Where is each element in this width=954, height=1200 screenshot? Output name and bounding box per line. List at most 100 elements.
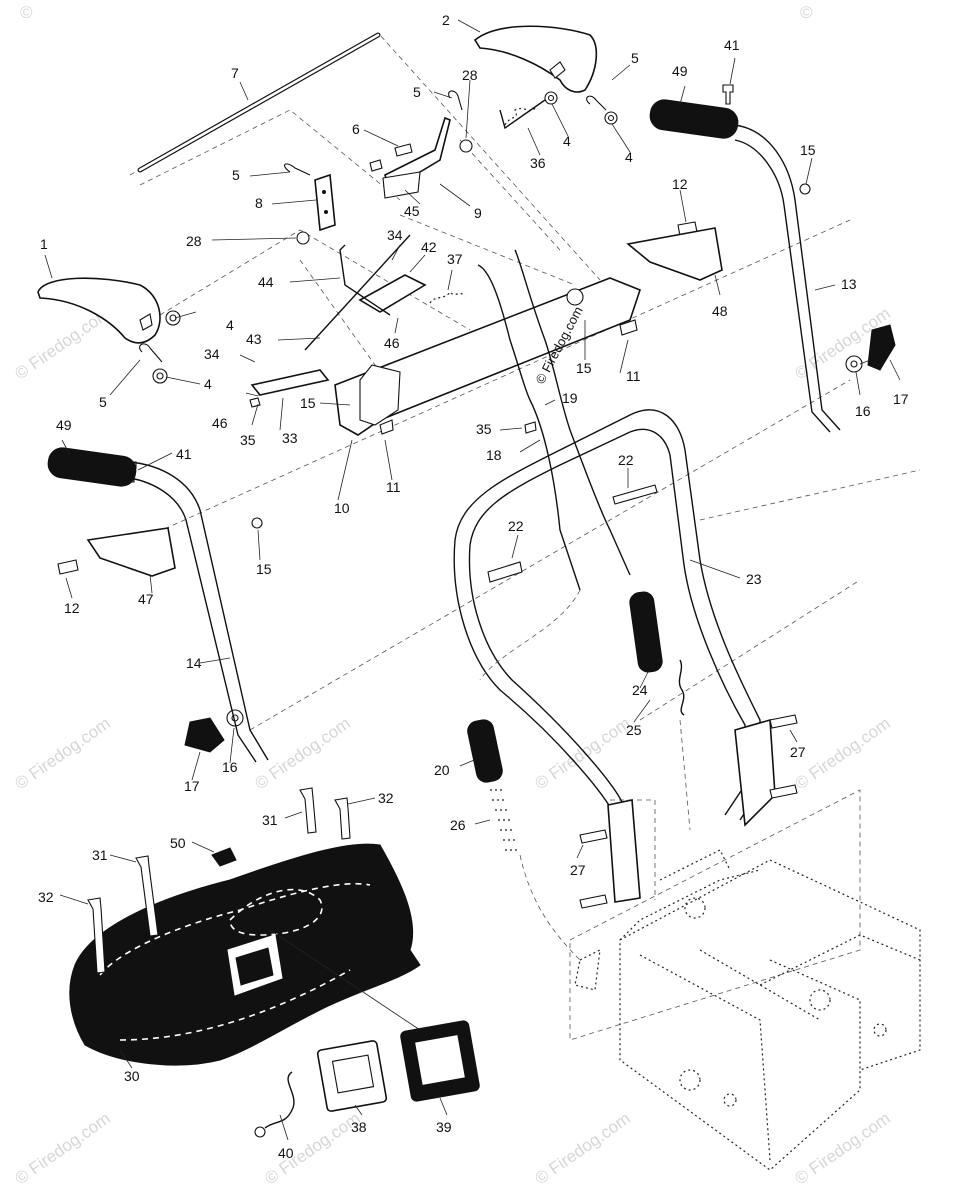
leader-lines	[44, 19, 901, 1141]
watermark: © Firedog.com	[531, 714, 633, 794]
guide-lines	[129, 34, 921, 1041]
callout-18: 18	[486, 447, 502, 463]
callout-19: 19	[562, 390, 578, 406]
handle-14	[129, 461, 269, 763]
watermark: © Firedog.com	[791, 1109, 893, 1189]
callout-7: 7	[231, 65, 239, 81]
callout-39: 39	[436, 1119, 452, 1135]
callout-37: 37	[447, 251, 463, 267]
callout-42: 42	[421, 239, 437, 255]
handle-13	[734, 124, 841, 433]
bracket-47	[86, 527, 176, 577]
callout-27: 27	[570, 862, 586, 878]
light-39	[400, 1020, 480, 1102]
callout-30: 30	[124, 1068, 140, 1084]
cover-2	[473, 25, 598, 93]
callout-12: 12	[672, 176, 688, 192]
callout-22: 22	[508, 518, 524, 534]
callout-43: 43	[246, 331, 262, 347]
callout-22: 22	[618, 452, 634, 468]
sleeve-20	[467, 719, 503, 783]
watermark: © Firedog.com	[251, 714, 353, 794]
callout-9: 9	[474, 205, 482, 221]
sleeve-24	[629, 591, 663, 673]
wire-40	[264, 1071, 295, 1129]
callout-49: 49	[56, 417, 72, 433]
cover-1	[37, 277, 161, 344]
light-38	[316, 1040, 388, 1112]
callout-38: 38	[351, 1119, 367, 1135]
callout-16: 16	[222, 759, 238, 775]
callout-17: 17	[893, 391, 909, 407]
callout-2: 2	[442, 12, 450, 28]
callouts: 1 2 4 4 4 4 5 5 5 5 6 7 8 9 10 11 11 12 …	[38, 12, 909, 1161]
callout-35: 35	[476, 421, 492, 437]
callout-50: 50	[170, 835, 186, 851]
callout-46: 46	[212, 415, 228, 431]
callout-15: 15	[576, 360, 592, 376]
callout-28: 28	[462, 67, 478, 83]
callout-36: 36	[530, 155, 546, 171]
bracket-9	[382, 116, 451, 199]
grip-49-left	[47, 447, 137, 487]
grip-49-right	[649, 99, 739, 139]
spring-26	[490, 789, 520, 851]
cover-30	[69, 843, 421, 1066]
frame	[574, 849, 921, 1171]
callout-49: 49	[672, 63, 688, 79]
callout-4: 4	[563, 133, 571, 149]
bracket-8	[314, 173, 336, 232]
callout-32: 32	[38, 889, 54, 905]
callout-4: 4	[204, 376, 212, 392]
callout-47: 47	[138, 591, 154, 607]
callout-40: 40	[278, 1145, 294, 1161]
callout-41: 41	[724, 37, 740, 53]
bolts	[487, 484, 798, 909]
callout-23: 23	[746, 571, 762, 587]
callout-34: 34	[204, 346, 220, 362]
callout-35: 35	[240, 432, 256, 448]
callout-24: 24	[632, 682, 648, 698]
callout-6: 6	[352, 121, 360, 137]
handle-23	[453, 409, 776, 903]
callout-34: 34	[387, 227, 403, 243]
callout-10: 10	[334, 500, 350, 516]
callout-15: 15	[800, 142, 816, 158]
callout-27: 27	[790, 744, 806, 760]
watermark: © Firedog.com	[261, 1109, 363, 1189]
bracket-48	[626, 227, 723, 281]
callout-4: 4	[226, 317, 234, 333]
lever-33	[250, 369, 330, 396]
callout-8: 8	[255, 195, 263, 211]
callout-44: 44	[258, 274, 274, 290]
cover-bolts	[87, 787, 351, 974]
callout-46: 46	[384, 335, 400, 351]
callout-17: 17	[184, 778, 200, 794]
callout-15: 15	[300, 395, 316, 411]
rod-44	[339, 244, 391, 316]
callout-32: 32	[378, 790, 394, 806]
knob-17-left	[184, 717, 225, 753]
callout-5: 5	[99, 394, 107, 410]
watermark: © Firedog.com	[531, 1109, 633, 1189]
watermark: © Firedog.com	[11, 714, 113, 794]
callout-11: 11	[386, 479, 401, 495]
callout-16: 16	[855, 403, 871, 419]
callout-33: 33	[282, 430, 298, 446]
rod-43	[304, 234, 411, 351]
watermark: ©	[20, 3, 33, 22]
cable-19	[514, 249, 631, 576]
cable-18	[477, 264, 581, 591]
callout-13: 13	[841, 276, 857, 292]
callout-31: 31	[92, 847, 108, 863]
small-hardware	[57, 84, 863, 727]
watermark: ©	[800, 3, 813, 22]
callout-5: 5	[631, 50, 639, 66]
callout-15: 15	[256, 561, 272, 577]
callout-31: 31	[262, 812, 278, 828]
callout-1: 1	[40, 236, 48, 252]
watermark: © Firedog.com	[11, 1109, 113, 1189]
spring-25	[678, 659, 685, 716]
knob-17-right	[867, 324, 896, 371]
